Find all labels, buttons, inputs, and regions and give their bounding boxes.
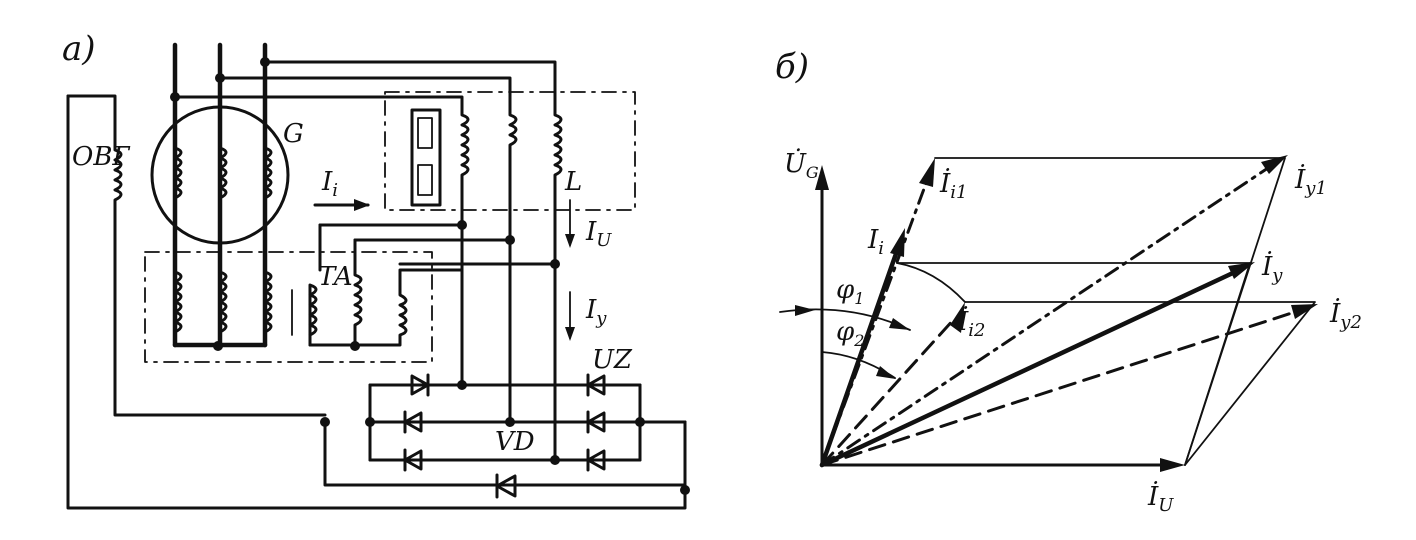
junction-dot [505, 235, 515, 245]
phi2-arrowhead [876, 366, 896, 379]
diode-symbol [586, 410, 606, 434]
generator-circle [150, 105, 290, 245]
iy2-arrowhead [1291, 304, 1318, 319]
diode-symbol [586, 448, 606, 472]
ii1-label: İi1 [939, 168, 968, 203]
iy1-vector [820, 166, 1270, 467]
excitation-winding-label: ОВГ [72, 142, 130, 172]
generator-winding-a [173, 146, 183, 200]
junction-dot [505, 417, 515, 427]
lower-winding-c [263, 270, 273, 334]
ii-label: Ii [867, 225, 884, 259]
current-voltage-label: IU [585, 217, 612, 251]
vd-loop [323, 420, 687, 487]
reactor-coil-3 [553, 98, 563, 462]
arc-ii-to-ii2 [896, 262, 966, 303]
junction-dot [635, 417, 645, 427]
phi2-label: φ2 [836, 317, 864, 350]
rectifier-bridge-label: UZ [592, 345, 633, 375]
parallelogram-y2 [964, 301, 1316, 466]
ii1-vector [820, 176, 930, 467]
iy-arrowhead [1228, 262, 1255, 279]
ii1-arrowhead [919, 158, 935, 187]
circuit-schematic: а) G TA [62, 29, 690, 510]
voltage-label: U̇G [784, 148, 819, 182]
junction-dot [213, 341, 223, 351]
junction-dot [680, 485, 690, 495]
phi-left-arrowhead [795, 305, 815, 316]
reactor-coil-2 [508, 98, 518, 422]
junction-dot [457, 220, 467, 230]
phi1-label: φ1 [836, 275, 864, 308]
reactor-core [410, 108, 442, 207]
ta-winding-1 [308, 283, 318, 347]
ii2-arrowhead [950, 302, 965, 333]
iy-vector [819, 269, 1238, 468]
ii2-label: İi2 [957, 306, 986, 341]
iy2-label: İy2 [1329, 298, 1362, 333]
phasor-diagram: б) U̇G İU Ii İi1 İi2 İy1 İy [775, 47, 1362, 516]
junction-dot [350, 341, 360, 351]
current-control-label: Iy [585, 295, 607, 329]
generator-winding-b [218, 146, 228, 200]
junction-dot [365, 417, 375, 427]
reactor-coil-1 [460, 98, 470, 387]
current-load-label: Ii [321, 167, 338, 201]
iu-label: İU [1147, 481, 1174, 516]
current-voltage-arrowhead [565, 234, 575, 248]
diode-symbol [403, 410, 423, 434]
transformer-enclosure [144, 251, 433, 363]
iy1-label: İy1 [1294, 164, 1327, 199]
current-control-arrowhead [565, 327, 575, 341]
diode-symbol [403, 448, 423, 472]
reactor-core-window [417, 164, 433, 196]
current-load-arrowhead [354, 199, 370, 211]
parallelogram-y1 [934, 157, 1286, 466]
reactor-label: L [564, 167, 582, 197]
voltage-arrowhead [815, 165, 829, 190]
diode-label: VD [495, 427, 535, 457]
junction-dot [550, 455, 560, 465]
feed-line-c [263, 60, 557, 102]
lower-winding-a [173, 270, 183, 334]
junction-dot [457, 380, 467, 390]
iy2-vector [820, 309, 1300, 467]
panel-b-label: б) [775, 47, 809, 87]
diode-symbol [410, 373, 430, 397]
iy-label: İy [1261, 251, 1283, 286]
generator-label: G [283, 119, 304, 149]
reactor-core-window [417, 117, 433, 149]
vd-diode-symbol [495, 473, 517, 499]
diode-symbol [586, 373, 606, 397]
generator-winding-c [263, 146, 273, 200]
ta-winding-2 [353, 238, 363, 347]
ta-winding-3 [308, 268, 464, 347]
ii-arrowhead [890, 228, 905, 257]
iy1-arrowhead [1261, 155, 1288, 174]
lower-winding-b [218, 270, 228, 334]
iu-arrowhead [1160, 458, 1185, 472]
transformer-label: TA [318, 262, 353, 292]
panel-a-label: а) [62, 29, 96, 69]
ii2-vector [820, 316, 957, 467]
reactor-enclosure [384, 91, 636, 211]
parallelogram-y-side [1184, 262, 1251, 466]
excitation-winding [66, 94, 327, 417]
phi1-arrowhead [889, 318, 910, 330]
